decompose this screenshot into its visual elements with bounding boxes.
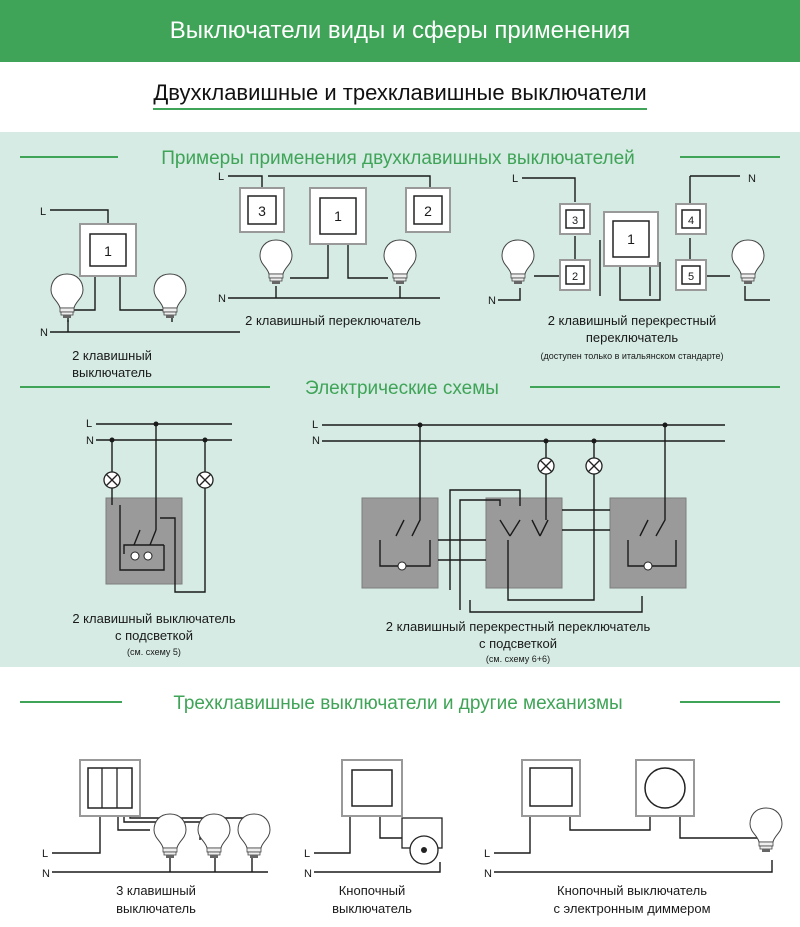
lamp-symbol-icon: [196, 471, 214, 489]
subtitle-text: Двухклавишные и трехклавишные выключател…: [153, 80, 647, 110]
bulb-icon: [197, 813, 231, 859]
svg-text:Электрические схемы: Электрические схемы: [305, 378, 499, 399]
bulb-icon: [731, 239, 765, 285]
svg-text:2 клавишный перекрестный: 2 клавишный перекрестный: [548, 313, 717, 328]
bulb-icon: [237, 813, 271, 859]
example-cross-changeover: L N N 3 2 1 4 5 2 клавишный перекрестный…: [488, 173, 770, 361]
bell-icon: [401, 817, 443, 865]
svg-text:N: N: [42, 868, 50, 880]
switch-key-3: [247, 195, 277, 225]
bulb-icon: [501, 239, 535, 285]
caption: 2 клавишный переключатель: [245, 313, 421, 328]
switch-box: [361, 497, 439, 589]
svg-text:Трехклавишные выключатели и др: Трехклавишные выключатели и другие механ…: [173, 693, 622, 714]
svg-text:2 клавишный перекрестный перек: 2 клавишный перекрестный переключатель: [386, 619, 651, 634]
switch-key-1: [319, 197, 357, 235]
svg-text:(см. схему 5): (см. схему 5): [127, 647, 181, 657]
svg-text:N: N: [488, 295, 496, 307]
svg-text:L: L: [86, 418, 92, 430]
dimmer-knob-icon: [644, 767, 686, 809]
svg-text:L: L: [484, 848, 490, 860]
svg-text:N: N: [484, 868, 492, 880]
examples-title: Примеры применения двухклавишных выключа…: [161, 148, 635, 169]
three-key-section-heading: Трехклавишные выключатели и другие механ…: [20, 693, 780, 714]
switch-box: [485, 497, 563, 589]
svg-text:(доступен только в итальянском: (доступен только в итальянском стандарте…: [540, 351, 723, 361]
svg-text:выключатель: выключатель: [116, 901, 196, 916]
bulb-icon: [50, 273, 84, 319]
schemes-section-heading: Электрические схемы: [20, 378, 780, 399]
bulb-icon: [153, 813, 187, 859]
svg-text:с электронным диммером: с электронным диммером: [553, 901, 710, 916]
svg-text:N: N: [86, 435, 94, 447]
svg-text:N: N: [304, 868, 312, 880]
svg-text:переключатель: переключатель: [586, 330, 679, 345]
switch-box: [105, 497, 183, 585]
svg-text:L: L: [304, 848, 310, 860]
bulb-icon: [749, 807, 783, 853]
switch-key-2: [413, 195, 443, 225]
svg-text:L: L: [312, 419, 318, 431]
svg-text:с подсветкой: с подсветкой: [479, 636, 557, 651]
caption-line2: выключатель: [72, 365, 152, 380]
wire-label-n: N: [218, 293, 226, 305]
scheme-two-key-backlit: L N 2 клавишный выключатель с подсветкой…: [72, 418, 236, 657]
switch-box: [609, 497, 687, 589]
key-number: 1: [104, 243, 112, 259]
svg-text:1: 1: [627, 231, 635, 247]
svg-text:N: N: [748, 173, 756, 185]
svg-text:выключатель: выключатель: [332, 901, 412, 916]
example-three-key-switch: L N 3 клавишный выключатель: [42, 759, 271, 916]
svg-text:3: 3: [572, 215, 578, 227]
svg-text:(см. схему 6+6): (см. схему 6+6): [486, 654, 550, 664]
svg-text:3: 3: [258, 203, 266, 219]
wire-label-n: N: [40, 327, 48, 339]
example-two-key-switch: L N 1 2 клавишный выключатель: [40, 206, 240, 380]
page-title: Выключатели виды и сферы применения: [169, 17, 631, 44]
svg-text:Кнопочный: Кнопочный: [339, 883, 406, 898]
bulb-icon: [153, 273, 187, 319]
svg-text:N: N: [312, 435, 320, 447]
svg-text:2: 2: [424, 203, 432, 219]
page-subtitle: Двухклавишные и трехклавишные выключател…: [0, 80, 800, 110]
svg-text:с подсветкой: с подсветкой: [115, 628, 193, 643]
wire-label-l: L: [218, 171, 224, 183]
scheme-cross-backlit: L N 2 клавишный перекрестный переключате…: [312, 419, 725, 664]
svg-text:1: 1: [334, 208, 342, 224]
example-two-key-changeover: L N 3 1 2 2 клавишный переключатель: [218, 171, 451, 328]
lamp-symbol-icon: [585, 457, 603, 475]
svg-text:L: L: [42, 848, 48, 860]
svg-text:4: 4: [688, 215, 694, 227]
examples-section-heading: Примеры применения двухклавишных выключа…: [20, 148, 780, 169]
svg-text:5: 5: [688, 271, 694, 283]
svg-text:Кнопочный выключатель: Кнопочный выключатель: [557, 883, 707, 898]
caption-line1: 2 клавишный: [72, 348, 152, 363]
switch-key-1: [89, 233, 127, 267]
svg-text:L: L: [512, 173, 518, 185]
wire-label-l: L: [40, 206, 46, 218]
svg-text:2: 2: [572, 271, 578, 283]
header-banner: Выключатели виды и сферы применения: [0, 0, 800, 62]
svg-text:2 клавишный выключатель: 2 клавишный выключатель: [72, 611, 236, 626]
bulb-icon: [383, 239, 417, 285]
lamp-symbol-icon: [103, 471, 121, 489]
svg-text:3 клавишный: 3 клавишный: [116, 883, 196, 898]
bulb-icon: [259, 239, 293, 285]
lamp-symbol-icon: [537, 457, 555, 475]
example-dimmer: L N Кнопочный выключатель с электронным …: [484, 759, 783, 916]
example-push-button: L N Кнопочный выключатель: [304, 759, 443, 916]
